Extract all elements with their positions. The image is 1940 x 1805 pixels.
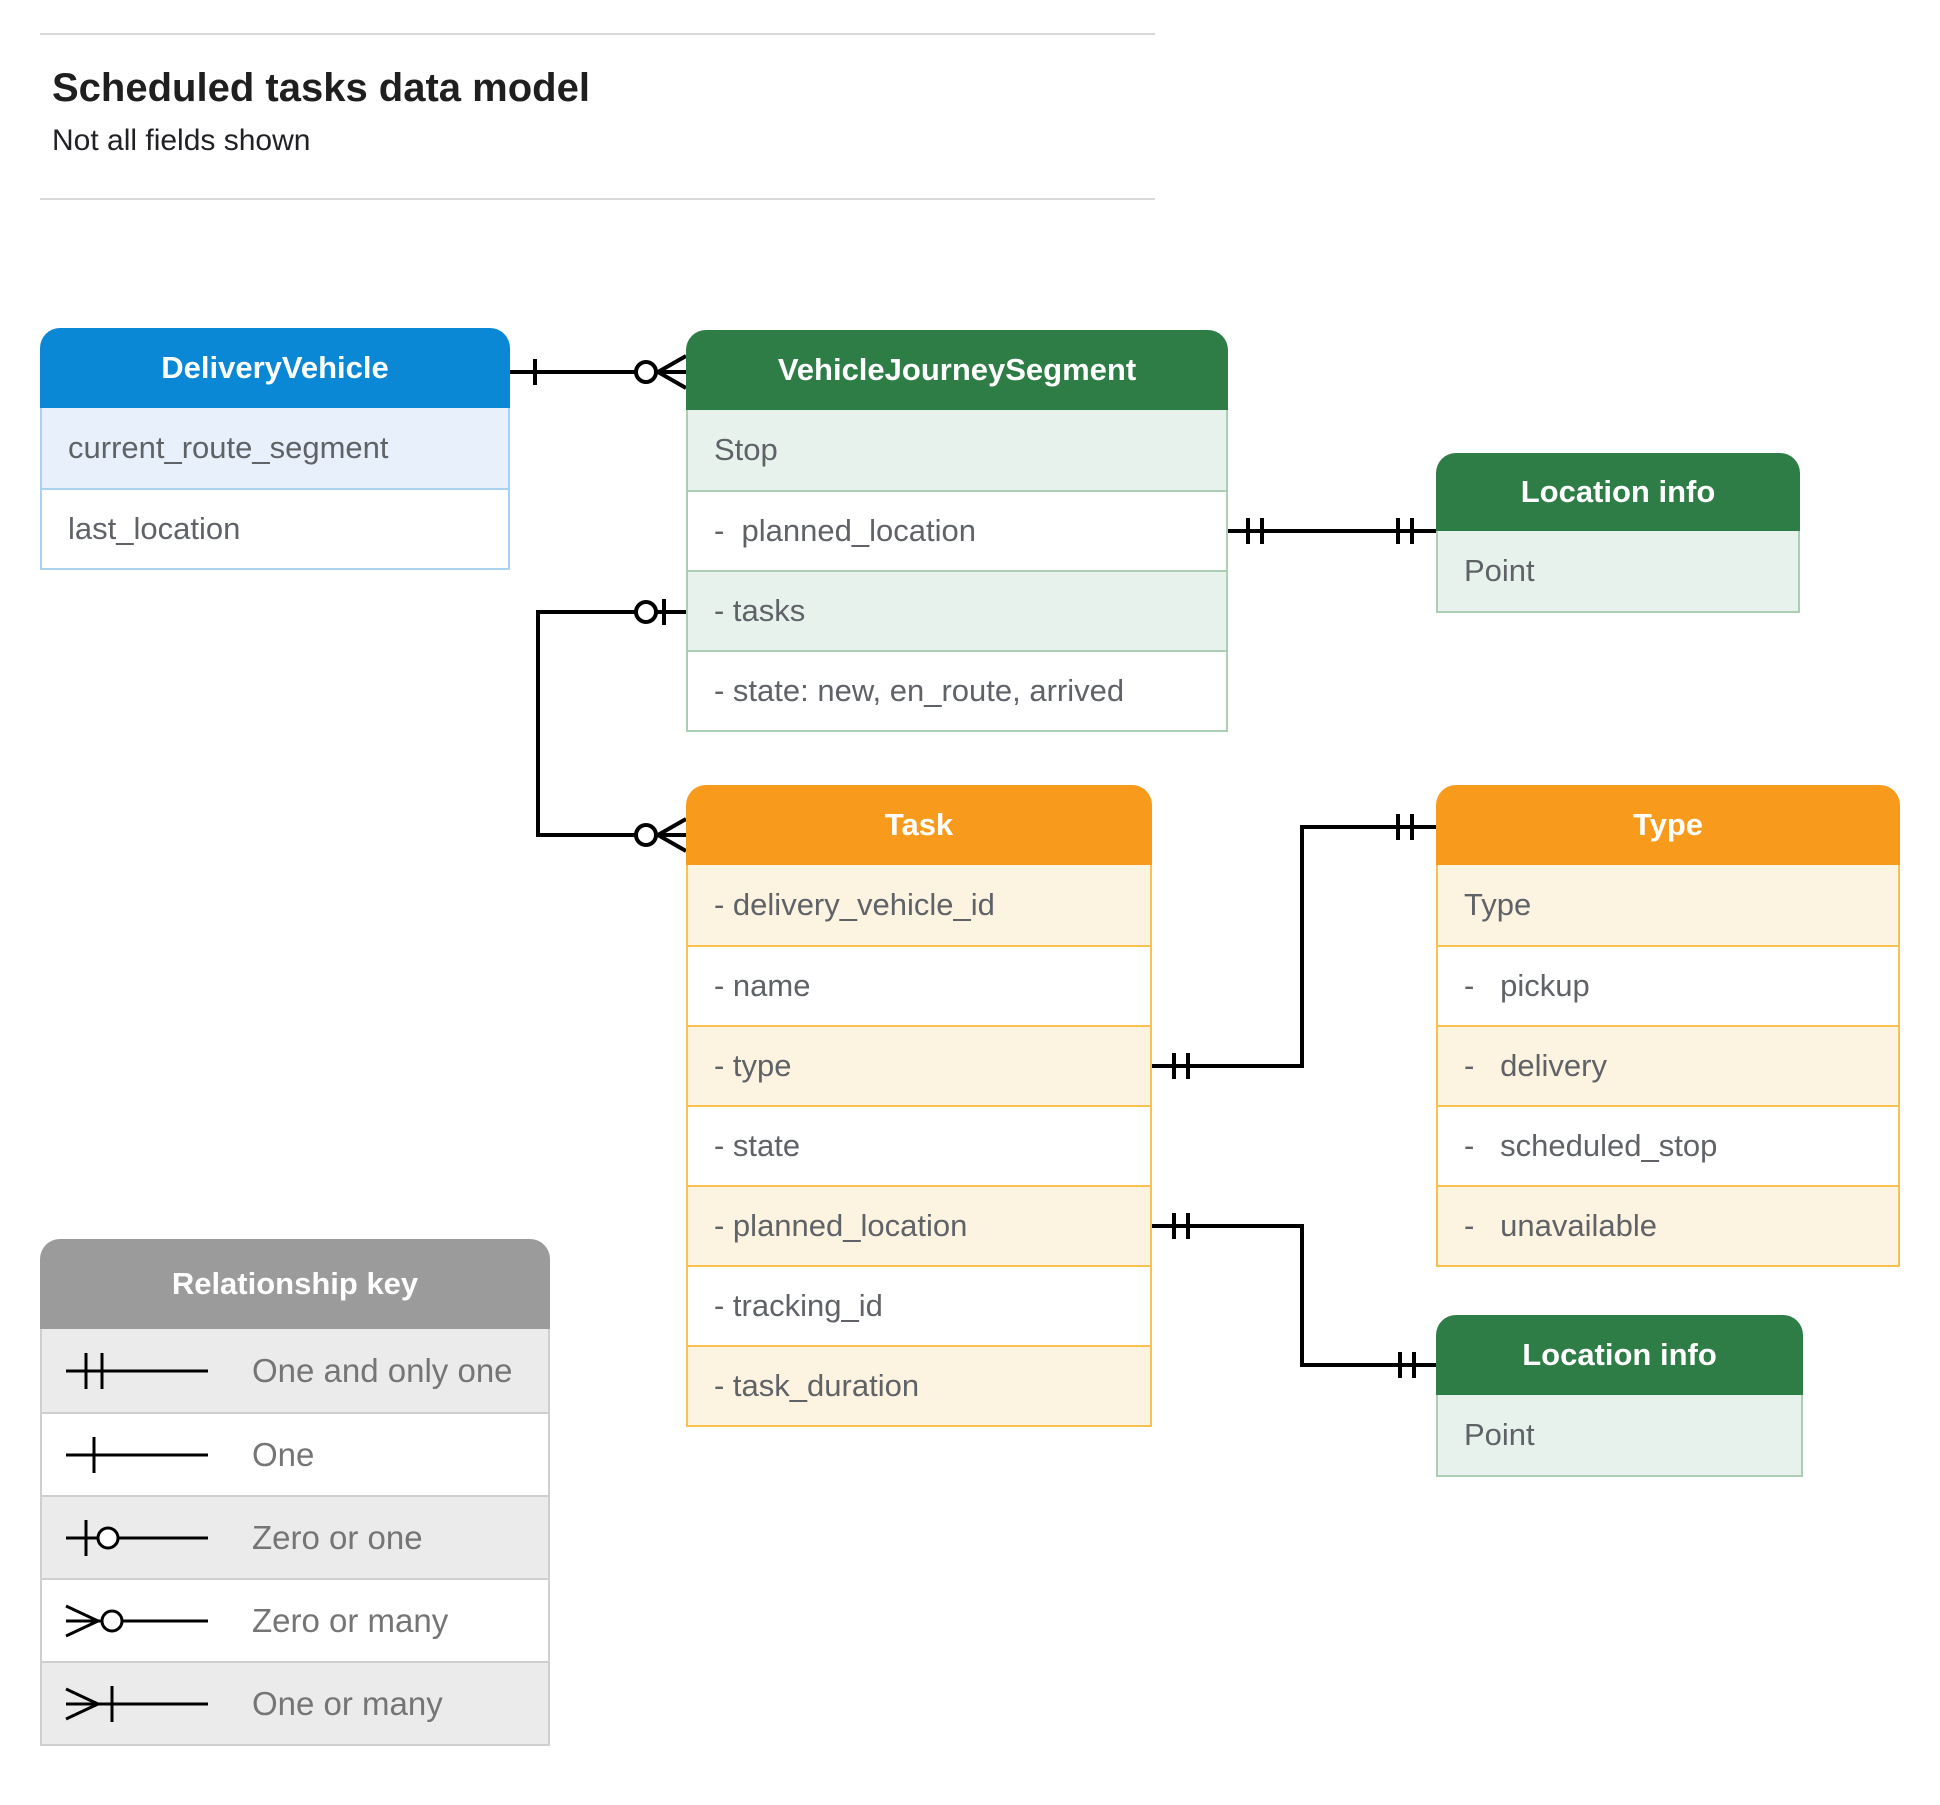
connector-deliveryvehicle-vehiclejourneysegment <box>510 354 687 390</box>
field-name: - name <box>688 945 1150 1025</box>
entity-vehicle-journey-segment-title: VehicleJourneySegment <box>686 330 1228 410</box>
legend-label: Zero or many <box>252 1601 449 1639</box>
one-symbol <box>66 1436 208 1473</box>
connector-task-locationinfo-bottom <box>1152 1213 1436 1378</box>
field-tracking-id: - tracking_id <box>688 1265 1150 1345</box>
field-state: - state <box>688 1105 1150 1185</box>
zero-or-one-symbol <box>66 1519 208 1556</box>
field-scheduled-stop: - scheduled_stop <box>1438 1105 1898 1185</box>
entity-task: Task - delivery_vehicle_id - name - type… <box>686 785 1152 1427</box>
legend-item: One or many <box>42 1661 548 1744</box>
header-divider <box>40 198 1155 200</box>
legend-label: One or many <box>252 1684 443 1722</box>
entity-task-title: Task <box>686 785 1152 865</box>
entity-type: Type Type - pickup - delivery - schedule… <box>1436 785 1900 1267</box>
relationship-key: Relationship key One and only one One Ze… <box>40 1239 550 1746</box>
field-task-duration: - task_duration <box>688 1345 1150 1425</box>
connector-task-type <box>1152 814 1436 1079</box>
legend-item: Zero or one <box>42 1495 548 1578</box>
legend-item: Zero or many <box>42 1578 548 1661</box>
field-point: Point <box>1438 1395 1801 1475</box>
entity-delivery-vehicle: DeliveryVehicle current_route_segment la… <box>40 328 510 570</box>
field-pickup: - pickup <box>1438 945 1898 1025</box>
field-planned-location: - planned_location <box>688 490 1226 570</box>
top-divider <box>40 33 1155 35</box>
field-current-route-segment: current_route_segment <box>42 408 508 488</box>
legend-item: One <box>42 1412 548 1495</box>
field-stop: Stop <box>688 410 1226 490</box>
field-tasks: - tasks <box>688 570 1226 650</box>
field-point: Point <box>1438 531 1798 611</box>
field-type-label: Type <box>1438 865 1898 945</box>
field-type: - type <box>688 1025 1150 1105</box>
connector-vjs-task <box>536 599 687 853</box>
entity-location-info-bottom: Location info Point <box>1436 1315 1803 1477</box>
page-title: Scheduled tasks data model <box>52 66 590 110</box>
field-last-location: last_location <box>42 488 508 568</box>
field-planned-location: - planned_location <box>688 1185 1150 1265</box>
connector-vjs-locationinfo-top <box>1228 518 1436 544</box>
field-delivery-vehicle-id: - delivery_vehicle_id <box>688 865 1150 945</box>
entity-location-info-bottom-title: Location info <box>1436 1315 1803 1395</box>
legend-label: One and only one <box>252 1351 513 1389</box>
relationship-key-title: Relationship key <box>40 1239 550 1329</box>
entity-type-title: Type <box>1436 785 1900 865</box>
page-subtitle: Not all fields shown <box>52 124 311 157</box>
one-and-only-one-symbol <box>66 1352 208 1389</box>
field-unavailable: - unavailable <box>1438 1185 1898 1265</box>
entity-delivery-vehicle-title: DeliveryVehicle <box>40 328 510 408</box>
field-state: - state: new, en_route, arrived <box>688 650 1226 730</box>
field-delivery: - delivery <box>1438 1025 1898 1105</box>
zero-or-many-symbol <box>65 1604 208 1637</box>
entity-location-info-top: Location info Point <box>1436 453 1800 613</box>
legend-item: One and only one <box>42 1329 548 1412</box>
one-or-many-symbol <box>65 1685 208 1722</box>
legend-label: One <box>252 1435 315 1473</box>
entity-vehicle-journey-segment: VehicleJourneySegment Stop - planned_loc… <box>686 330 1228 732</box>
legend-label: Zero or one <box>252 1518 423 1556</box>
entity-location-info-top-title: Location info <box>1436 453 1800 531</box>
